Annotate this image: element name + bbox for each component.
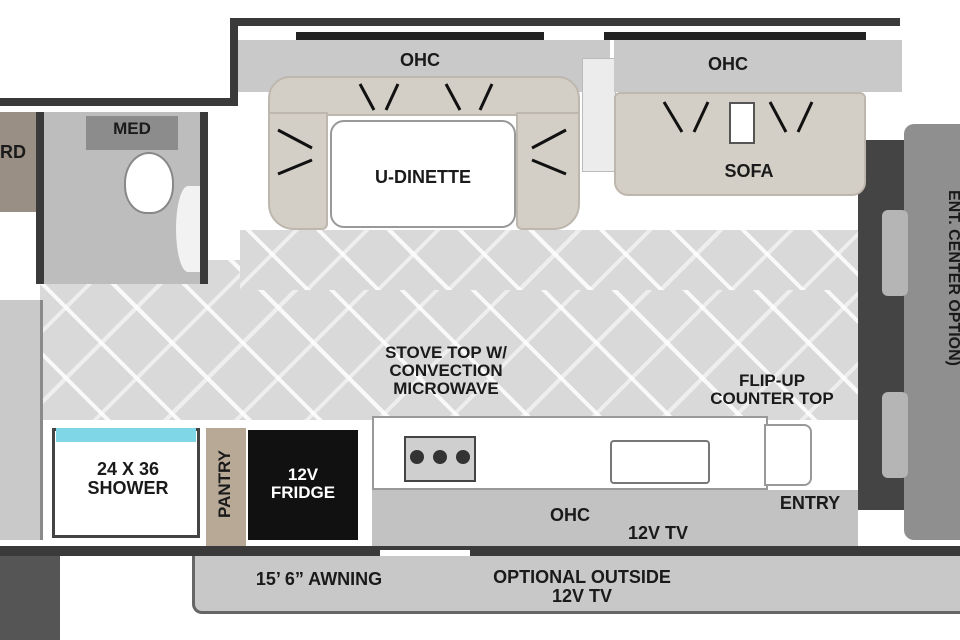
fridge: [248, 430, 358, 540]
sofa-window: [604, 32, 866, 40]
med-cabinet: [86, 116, 178, 150]
flip-up-label: FLIP-UP COUNTER TOP: [690, 372, 854, 408]
flip-up-label-line2: COUNTER TOP: [710, 388, 834, 408]
stove-label: STOVE TOP W/ CONVECTION MICROWAVE: [368, 344, 524, 398]
burner-icon: [456, 450, 470, 464]
dinette-table: [330, 120, 516, 228]
burner-icon: [410, 450, 424, 464]
pantry-label: PANTRY: [215, 450, 234, 518]
stove-label-line3: MICROWAVE: [393, 378, 499, 398]
fridge-label: 12V FRIDGE: [256, 466, 350, 502]
flip-up-counter: [764, 424, 812, 486]
dinette-seat-left: [268, 112, 328, 230]
wall-top-rear: [0, 98, 238, 106]
vanity-sink: [176, 186, 200, 272]
ohc-dinette-label: OHC: [400, 50, 440, 70]
med-label: MED: [113, 119, 151, 138]
outside-tv-mark: [380, 550, 470, 556]
burner-icon: [433, 450, 447, 464]
galley-sink: [610, 440, 710, 484]
dinette-window: [296, 32, 544, 40]
u-dinette-label: U-DINETTE: [375, 167, 471, 187]
ohc-galley-cabinet: [372, 490, 858, 546]
shower-glass: [56, 428, 196, 442]
bath-wall-right: [200, 112, 208, 284]
ent-center-label: ENT. CENTER OPTION): [944, 190, 960, 367]
dinette-side-cabinet: [582, 58, 616, 172]
bed: [0, 300, 43, 540]
shower-label: 24 X 36 SHOWER: [70, 460, 186, 498]
dinette-seat-right: [516, 112, 580, 230]
rear-room-label: RD: [0, 142, 26, 162]
cab-seat-bottom: [882, 392, 908, 478]
entry-label: ENTRY: [779, 493, 841, 513]
dinette-seat-back: [268, 76, 580, 116]
stove-label-line1: STOVE TOP W/: [385, 343, 507, 362]
wall-left-slide: [230, 18, 238, 98]
awning-label: 15’ 6” AWNING: [255, 569, 383, 589]
shower-label-line2: SHOWER: [87, 477, 169, 498]
wall-top-slide: [230, 18, 900, 26]
tv-inside-label: 12V TV: [627, 523, 689, 543]
rear-cabinet: [0, 556, 60, 640]
shower-label-line1: 24 X 36: [96, 459, 160, 479]
fridge-label-line1: 12V: [287, 465, 319, 484]
fridge-label-line2: FRIDGE: [270, 482, 336, 502]
stove-label-line2: CONVECTION: [389, 360, 503, 380]
outside-tv-label: OPTIONAL OUTSIDE 12V TV: [474, 568, 690, 606]
floor-living: [240, 230, 870, 290]
ohc-sofa-cabinet: [614, 40, 902, 92]
ohc-sofa-label: OHC: [708, 54, 748, 74]
bath-wall-left: [36, 112, 44, 284]
flip-up-label-line1: FLIP-UP: [738, 371, 806, 390]
wall-bottom: [0, 546, 960, 556]
awning: [192, 556, 960, 614]
toilet: [124, 152, 174, 214]
ent-center-cabinet: [904, 124, 960, 540]
outside-tv-label-line1: OPTIONAL OUTSIDE: [493, 567, 671, 587]
ohc-galley-label: OHC: [550, 505, 590, 525]
pantry: [206, 428, 246, 546]
rear-wardrobe: [0, 112, 36, 212]
outside-tv-label-line2: 12V TV: [551, 585, 613, 606]
sofa-console: [729, 102, 755, 144]
sofa-label: SOFA: [724, 161, 774, 181]
cab-seat-top: [882, 210, 908, 296]
